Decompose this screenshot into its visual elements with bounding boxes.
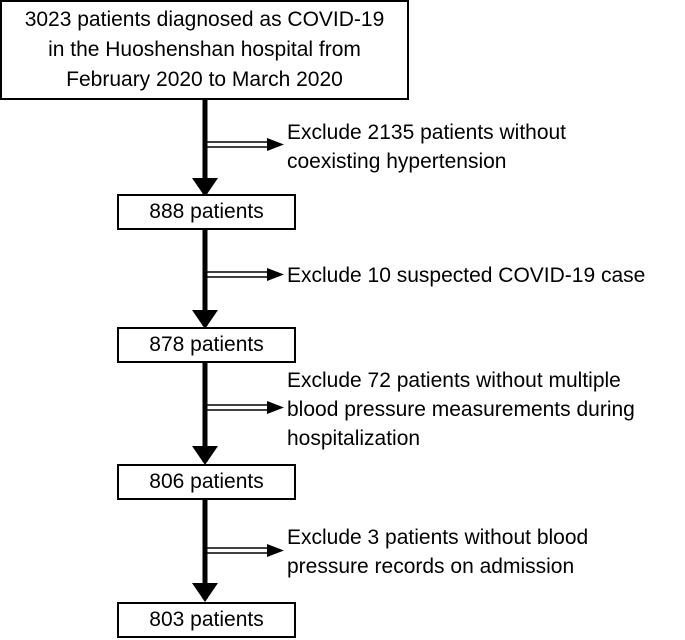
step-count-806: 806 patients — [149, 470, 264, 493]
exclusion-note-4-line-1: Exclude 3 patients without blood — [287, 526, 589, 549]
step-box-888: 888 patients — [117, 194, 296, 230]
step-count-803: 803 patients — [149, 608, 264, 631]
step-count-878: 878 patients — [149, 333, 264, 356]
exclusion-note-2: Exclude 10 suspected COVID-19 case — [287, 261, 645, 290]
exclusion-note-3-line-3: hospitalization — [287, 427, 421, 450]
initial-cohort-line-1: 3023 patients diagnosed as COVID-19 — [24, 8, 385, 31]
exclusion-note-2-line-1: Exclude 10 suspected COVID-19 case — [287, 264, 646, 287]
step-count-888: 888 patients — [149, 200, 264, 223]
exclusion-arrow-1 — [207, 138, 284, 151]
main-arrow-4-head — [192, 583, 218, 602]
main-arrow-2-head — [192, 310, 218, 329]
initial-cohort-box: 3023 patients diagnosed as COVID-19 in t… — [0, 0, 409, 100]
exclusion-arrow-4 — [207, 544, 284, 557]
step-box-803: 803 patients — [117, 602, 296, 638]
exclusion-arrow-3 — [207, 401, 284, 414]
step-box-878: 878 patients — [117, 327, 296, 363]
exclusion-note-1-line-1: Exclude 2135 patients without — [287, 121, 567, 144]
exclusion-note-1-line-2: coexisting hypertension — [287, 150, 507, 173]
initial-cohort-line-3: February 2020 to March 2020 — [66, 68, 343, 91]
exclusion-note-3-line-1: Exclude 72 patients without multiple — [287, 369, 621, 392]
main-arrow-1-head — [192, 178, 218, 197]
exclusion-arrow-2 — [207, 268, 284, 281]
main-arrow-3-head — [192, 446, 218, 465]
initial-cohort-line-2: in the Huoshenshan hospital from — [48, 38, 361, 61]
exclusion-note-4-line-2: pressure records on admission — [287, 555, 575, 578]
exclusion-note-4: Exclude 3 patients without blood pressur… — [287, 523, 588, 581]
exclusion-note-3: Exclude 72 patients without multiple blo… — [287, 366, 635, 453]
exclusion-note-3-line-2: blood pressure measurements during — [287, 398, 635, 421]
step-box-806: 806 patients — [117, 464, 296, 500]
exclusion-note-1: Exclude 2135 patients without coexisting… — [287, 118, 566, 176]
